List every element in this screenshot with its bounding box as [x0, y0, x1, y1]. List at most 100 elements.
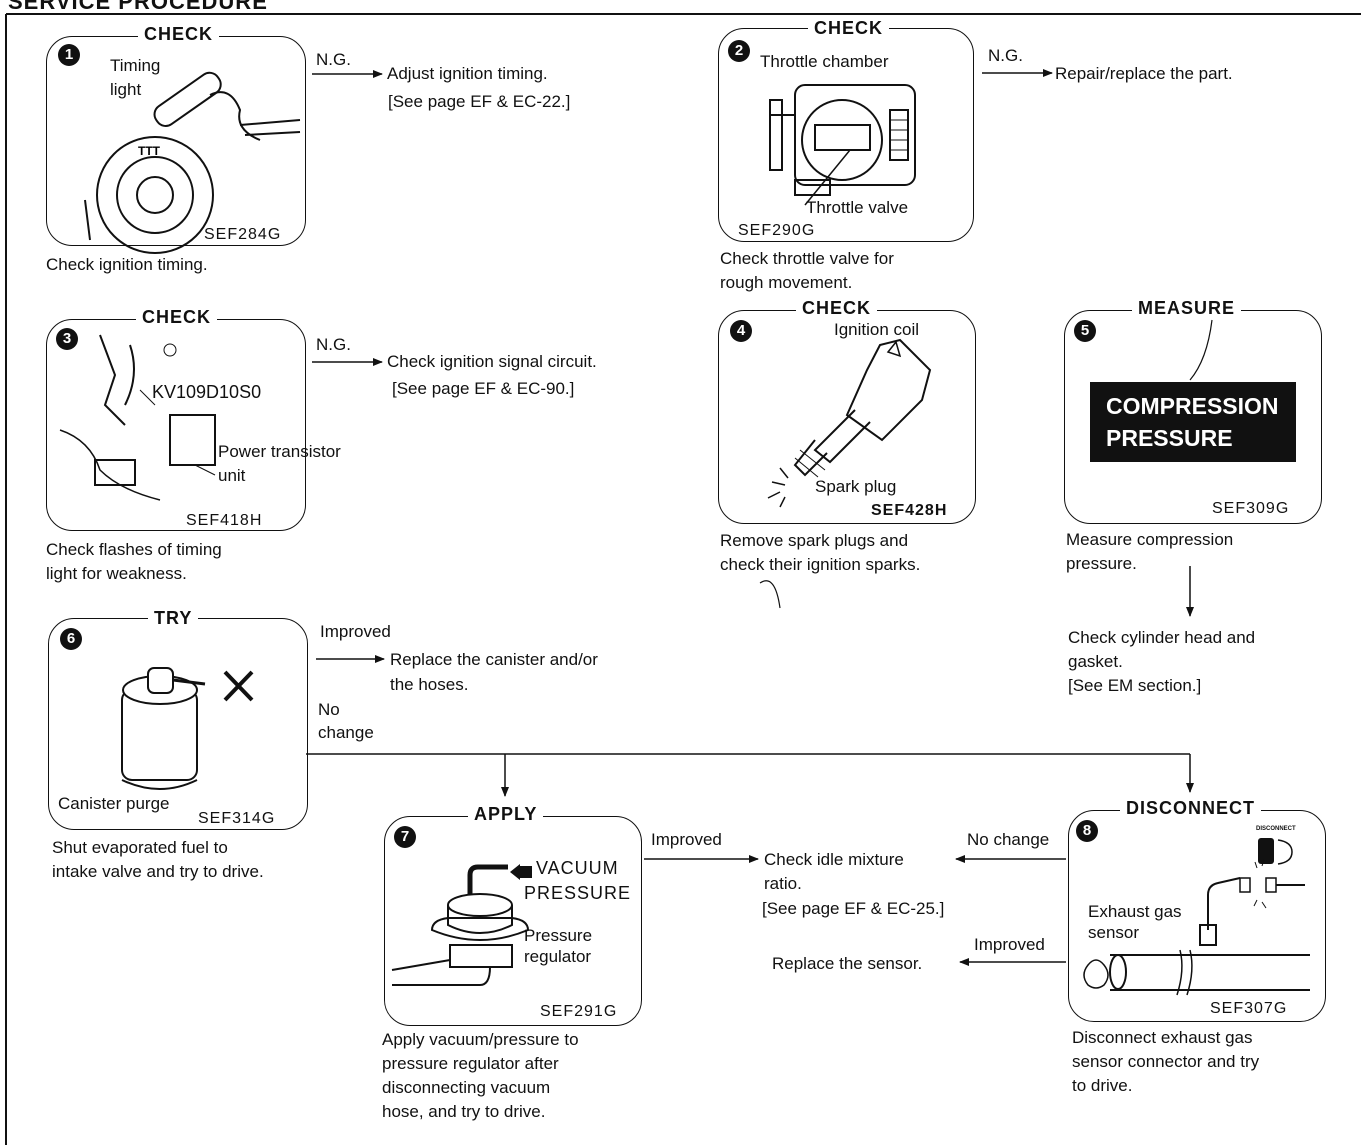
check-mixture-ref: [See page EF & EC-25.] — [762, 899, 945, 918]
repair-part-text: Repair/replace the part. — [1055, 64, 1233, 83]
step-7-caption-3: disconnecting vacuum — [382, 1078, 551, 1097]
step-7-number: 7 — [394, 826, 416, 848]
step-2-header: CHECK — [808, 18, 890, 39]
step-6-no-label: No — [318, 700, 340, 719]
step-3-header: CHECK — [136, 307, 218, 328]
step-3-label-unit: unit — [218, 466, 246, 485]
step-8-number: 8 — [1076, 820, 1098, 842]
step-6-header: TRY — [148, 608, 199, 629]
step-3-box — [46, 319, 306, 531]
step-5-code: SEF309G — [1212, 500, 1290, 517]
page-title: SERVICE PROCEDURE — [8, 0, 268, 14]
step-8-label-exhaust: Exhaust gas — [1088, 902, 1182, 921]
step-2-box — [718, 28, 974, 242]
step-8-no-change-label: No change — [967, 830, 1050, 849]
step-7-label-pressure2: Pressure — [524, 926, 593, 945]
compression-pressure-label: COMPRESSION PRESSURE — [1090, 382, 1296, 462]
replace-canister-text-2: the hoses. — [390, 675, 469, 694]
check-head-text-2: gasket. — [1068, 652, 1123, 671]
step-7-label-pressure: PRESSURE — [524, 883, 632, 903]
step-8-disconnect-mini: DISCONNECT — [1256, 826, 1296, 832]
pressure-text: PRESSURE — [1106, 425, 1233, 451]
step-2-caption-1: Check throttle valve for — [720, 249, 894, 268]
check-head-text-1: Check cylinder head and — [1068, 628, 1256, 647]
step-6-change-label: change — [318, 723, 374, 742]
step-3-code: SEF418H — [186, 512, 263, 529]
adjust-timing-ref: [See page EF & EC-22.] — [388, 92, 571, 111]
step-3-caption-2: light for weakness. — [46, 564, 187, 583]
svg-text:TTT: TTT — [138, 144, 161, 158]
replace-canister-text-1: Replace the canister and/or — [390, 650, 598, 669]
step-8-label-sensor: sensor — [1088, 923, 1140, 942]
step-7-improved-label: Improved — [651, 830, 722, 849]
step-7-label-regulator: regulator — [524, 947, 592, 966]
step-6-caption-2: intake valve and try to drive. — [52, 862, 264, 881]
step-8-caption-2: sensor connector and try — [1072, 1052, 1260, 1071]
check-signal-text: Check ignition signal circuit. — [387, 352, 597, 371]
check-head-ref: [See EM section.] — [1068, 676, 1202, 695]
step-3-ng-label: N.G. — [316, 335, 351, 354]
step-2-ng-label: N.G. — [988, 46, 1023, 65]
step-7-caption-1: Apply vacuum/pressure to — [382, 1030, 579, 1049]
step-6-label-canister: Canister purge — [58, 794, 170, 813]
step-2-label-chamber: Throttle chamber — [760, 52, 889, 71]
step-8-code: SEF307G — [1210, 1000, 1288, 1017]
step-8-improved-label: Improved — [974, 935, 1045, 954]
step-4-caption-1: Remove spark plugs and — [720, 531, 909, 550]
step-3-label-power: Power transistor — [218, 442, 341, 461]
step-6-number: 6 — [60, 628, 82, 650]
step-5-caption-2: pressure. — [1066, 554, 1137, 573]
step-7-label-vacuum: VACUUM — [536, 858, 619, 878]
step-1-label-timing: Timing — [110, 56, 161, 75]
step-3-number: 3 — [56, 328, 78, 350]
step-5-header: MEASURE — [1132, 298, 1242, 319]
step-1-code: SEF284G — [204, 226, 282, 243]
step-4-caption-2: check their ignition sparks. — [720, 555, 921, 574]
check-signal-ref: [See page EF & EC-90.] — [392, 379, 575, 398]
adjust-timing-text: Adjust ignition timing. — [387, 64, 548, 83]
step-7-header: APPLY — [468, 804, 544, 825]
step-4-label-plug: Spark plug — [815, 477, 897, 496]
step-6-box — [48, 618, 308, 830]
replace-sensor-text: Replace the sensor. — [772, 954, 923, 973]
step-2-code: SEF290G — [738, 222, 816, 239]
step-2-label-valve: Throttle valve — [806, 198, 909, 217]
step-1-caption: Check ignition timing. — [46, 255, 208, 274]
check-mixture-text-1: Check idle mixture — [764, 850, 904, 869]
step-4-code: SEF428H — [871, 502, 948, 519]
step-8-caption-3: to drive. — [1072, 1076, 1133, 1095]
step-3-label-kv: KV109D10S0 — [152, 382, 262, 402]
step-7-code: SEF291G — [540, 1003, 618, 1020]
step-2-number: 2 — [728, 40, 750, 62]
step-8-header: DISCONNECT — [1120, 798, 1262, 819]
step-1-label-light: light — [110, 80, 142, 99]
step-6-code: SEF314G — [198, 810, 276, 827]
step-4-label-coil: Ignition coil — [834, 320, 920, 339]
step-1-ng-label: N.G. — [316, 50, 351, 69]
step-5-number: 5 — [1074, 320, 1096, 342]
step-7-caption-4: hose, and try to drive. — [382, 1102, 546, 1121]
step-8-caption-1: Disconnect exhaust gas — [1072, 1028, 1253, 1047]
step-7-caption-2: pressure regulator after — [382, 1054, 559, 1073]
step-6-improved-label: Improved — [320, 622, 391, 641]
step-1-number: 1 — [58, 44, 80, 66]
step-3-caption-1: Check flashes of timing — [46, 540, 222, 559]
step-5-caption-1: Measure compression — [1066, 530, 1234, 549]
compression-text: COMPRESSION — [1106, 393, 1279, 419]
step-4-header: CHECK — [796, 298, 878, 319]
check-mixture-text-2: ratio. — [764, 874, 802, 893]
step-6-caption-1: Shut evaporated fuel to — [52, 838, 228, 857]
step-1-header: CHECK — [138, 24, 220, 45]
step-4-number: 4 — [730, 320, 752, 342]
step-2-caption-2: rough movement. — [720, 273, 853, 292]
